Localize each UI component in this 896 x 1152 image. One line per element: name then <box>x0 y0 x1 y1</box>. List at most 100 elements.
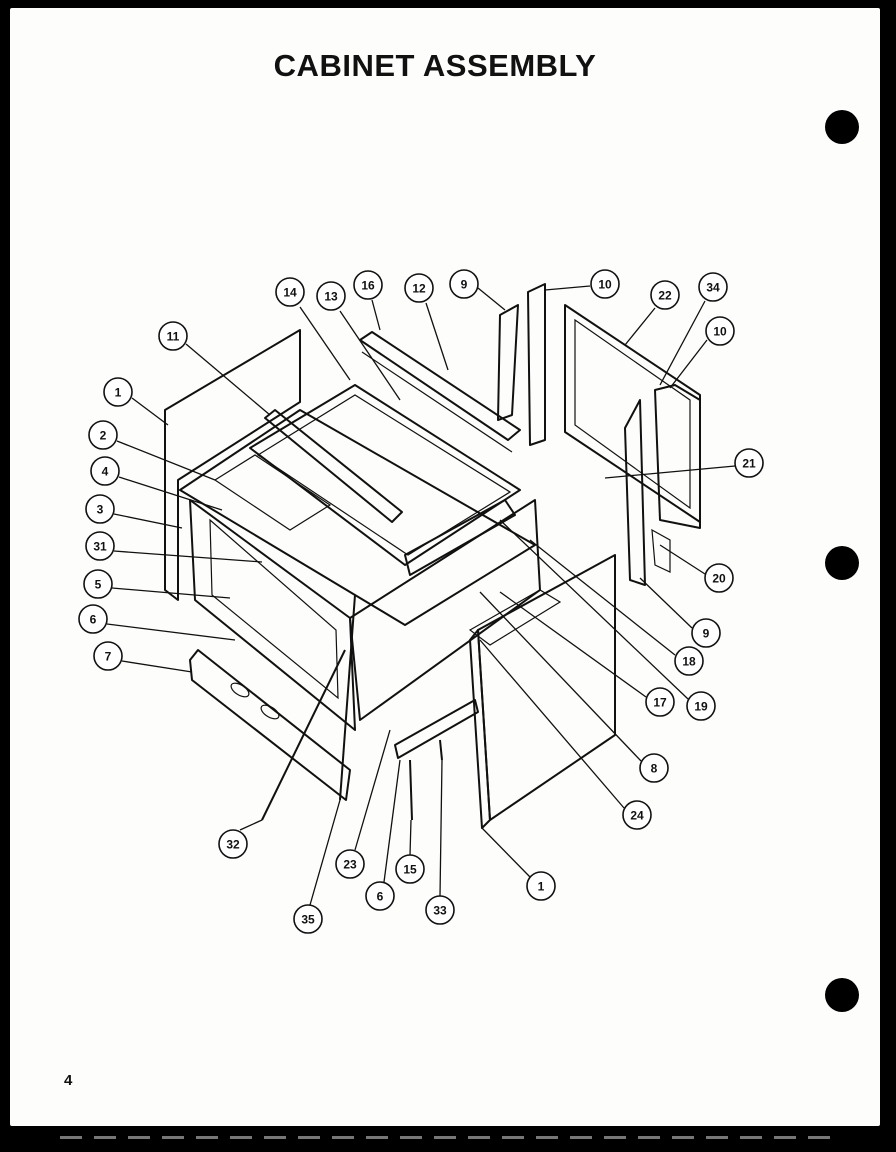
rack-upper <box>213 454 332 531</box>
leader-16 <box>371 299 381 331</box>
callout-1: 1 <box>103 377 133 407</box>
leader-4 <box>118 476 223 511</box>
callout-circle <box>103 377 133 407</box>
callout-circle <box>93 641 123 671</box>
front-trim <box>404 499 516 576</box>
callout-35: 35 <box>293 904 323 934</box>
callout-circle <box>275 277 305 307</box>
callout-circle <box>88 420 118 450</box>
callout-circle <box>83 569 113 599</box>
callout-label: 11 <box>167 330 180 344</box>
leader-20 <box>659 544 706 575</box>
leader-7 <box>121 660 193 673</box>
callout-circle <box>691 618 721 648</box>
callout-circle <box>78 604 108 634</box>
callout-label: 22 <box>658 289 672 303</box>
vent-slot <box>230 682 250 698</box>
leader-12 <box>425 302 449 371</box>
top-panel-inner <box>256 394 512 556</box>
rear-trim-line <box>361 351 513 453</box>
leader-22 <box>624 307 656 346</box>
callout-circle <box>686 691 716 721</box>
callout-circle <box>698 272 728 302</box>
callout-label: 1 <box>538 880 545 894</box>
callout-10: 10 <box>705 316 735 346</box>
callout-20: 20 <box>704 563 734 593</box>
leader-35 <box>309 799 341 906</box>
callout-label: 8 <box>651 762 658 776</box>
callout-10: 10 <box>590 269 620 299</box>
top-panel <box>249 384 521 566</box>
callout-circle <box>622 800 652 830</box>
callout-16: 16 <box>353 270 383 300</box>
callout-label: 2 <box>100 429 107 443</box>
callout-17: 17 <box>645 687 675 717</box>
leader-1-bottom <box>481 827 531 878</box>
rear-panel-inner <box>574 318 691 510</box>
callout-circle <box>365 881 395 911</box>
callout-circle <box>734 448 764 478</box>
callout-label: 19 <box>694 700 708 714</box>
callout-label: 17 <box>653 696 667 710</box>
leader-34 <box>659 300 706 386</box>
callout-31: 31 <box>85 531 115 561</box>
callout-32: 32 <box>218 829 248 859</box>
right-side-flange <box>469 629 491 829</box>
leader-9-right <box>639 577 693 629</box>
left-side-panel <box>164 329 301 601</box>
bracket-20 <box>651 528 671 573</box>
callout-label: 31 <box>93 540 107 554</box>
leader-23 <box>354 729 391 851</box>
cabinet-line-art <box>164 283 701 829</box>
right-side-panel <box>477 554 616 821</box>
callout-label: 18 <box>682 655 696 669</box>
rod-32 <box>261 649 346 821</box>
callout-9: 9 <box>691 618 721 648</box>
callout-24: 24 <box>622 800 652 830</box>
callout-circle <box>158 321 188 351</box>
paper-sheet: CABINET ASSEMBLY 4 <box>10 8 880 1126</box>
callout-label: 24 <box>630 809 644 823</box>
callout-circle <box>639 753 669 783</box>
callout-circle <box>705 316 735 346</box>
rear-bracket-left <box>527 283 546 446</box>
leader-19 <box>499 519 689 700</box>
callout-23: 23 <box>335 849 365 879</box>
leader-5 <box>111 587 231 599</box>
binder-hole-middle <box>825 546 859 580</box>
callout-14: 14 <box>275 277 305 307</box>
callout-label: 10 <box>713 325 727 339</box>
leader-18 <box>529 539 676 656</box>
lower-front-panel <box>189 649 351 801</box>
callout-22: 22 <box>650 280 680 310</box>
callout-circle <box>85 494 115 524</box>
callout-33: 33 <box>425 895 455 925</box>
leader-21 <box>604 465 736 479</box>
callout-label: 1 <box>115 386 122 400</box>
bracket-9-top <box>497 304 519 421</box>
left-rail <box>264 409 403 523</box>
callout-circle <box>85 531 115 561</box>
leader-3 <box>113 513 183 529</box>
callout-9: 9 <box>449 269 479 299</box>
leader-11 <box>185 343 271 416</box>
callout-circle <box>395 854 425 884</box>
callout-13: 13 <box>316 281 346 311</box>
leader-9-top <box>477 287 506 311</box>
callout-label: 3 <box>97 503 104 517</box>
callout-label: 23 <box>343 858 357 872</box>
callout-label: 20 <box>712 572 726 586</box>
callout-circle <box>590 269 620 299</box>
callout-label: 14 <box>283 286 297 300</box>
callout-18: 18 <box>674 646 704 676</box>
callout-1: 1 <box>526 871 556 901</box>
callout-circle <box>353 270 383 300</box>
callout-4: 4 <box>90 456 120 486</box>
callout-circle <box>316 281 346 311</box>
callout-8: 8 <box>639 753 669 783</box>
callout-circle <box>650 280 680 310</box>
binder-hole-top <box>825 110 859 144</box>
callout-21: 21 <box>734 448 764 478</box>
rack-right <box>468 589 562 646</box>
